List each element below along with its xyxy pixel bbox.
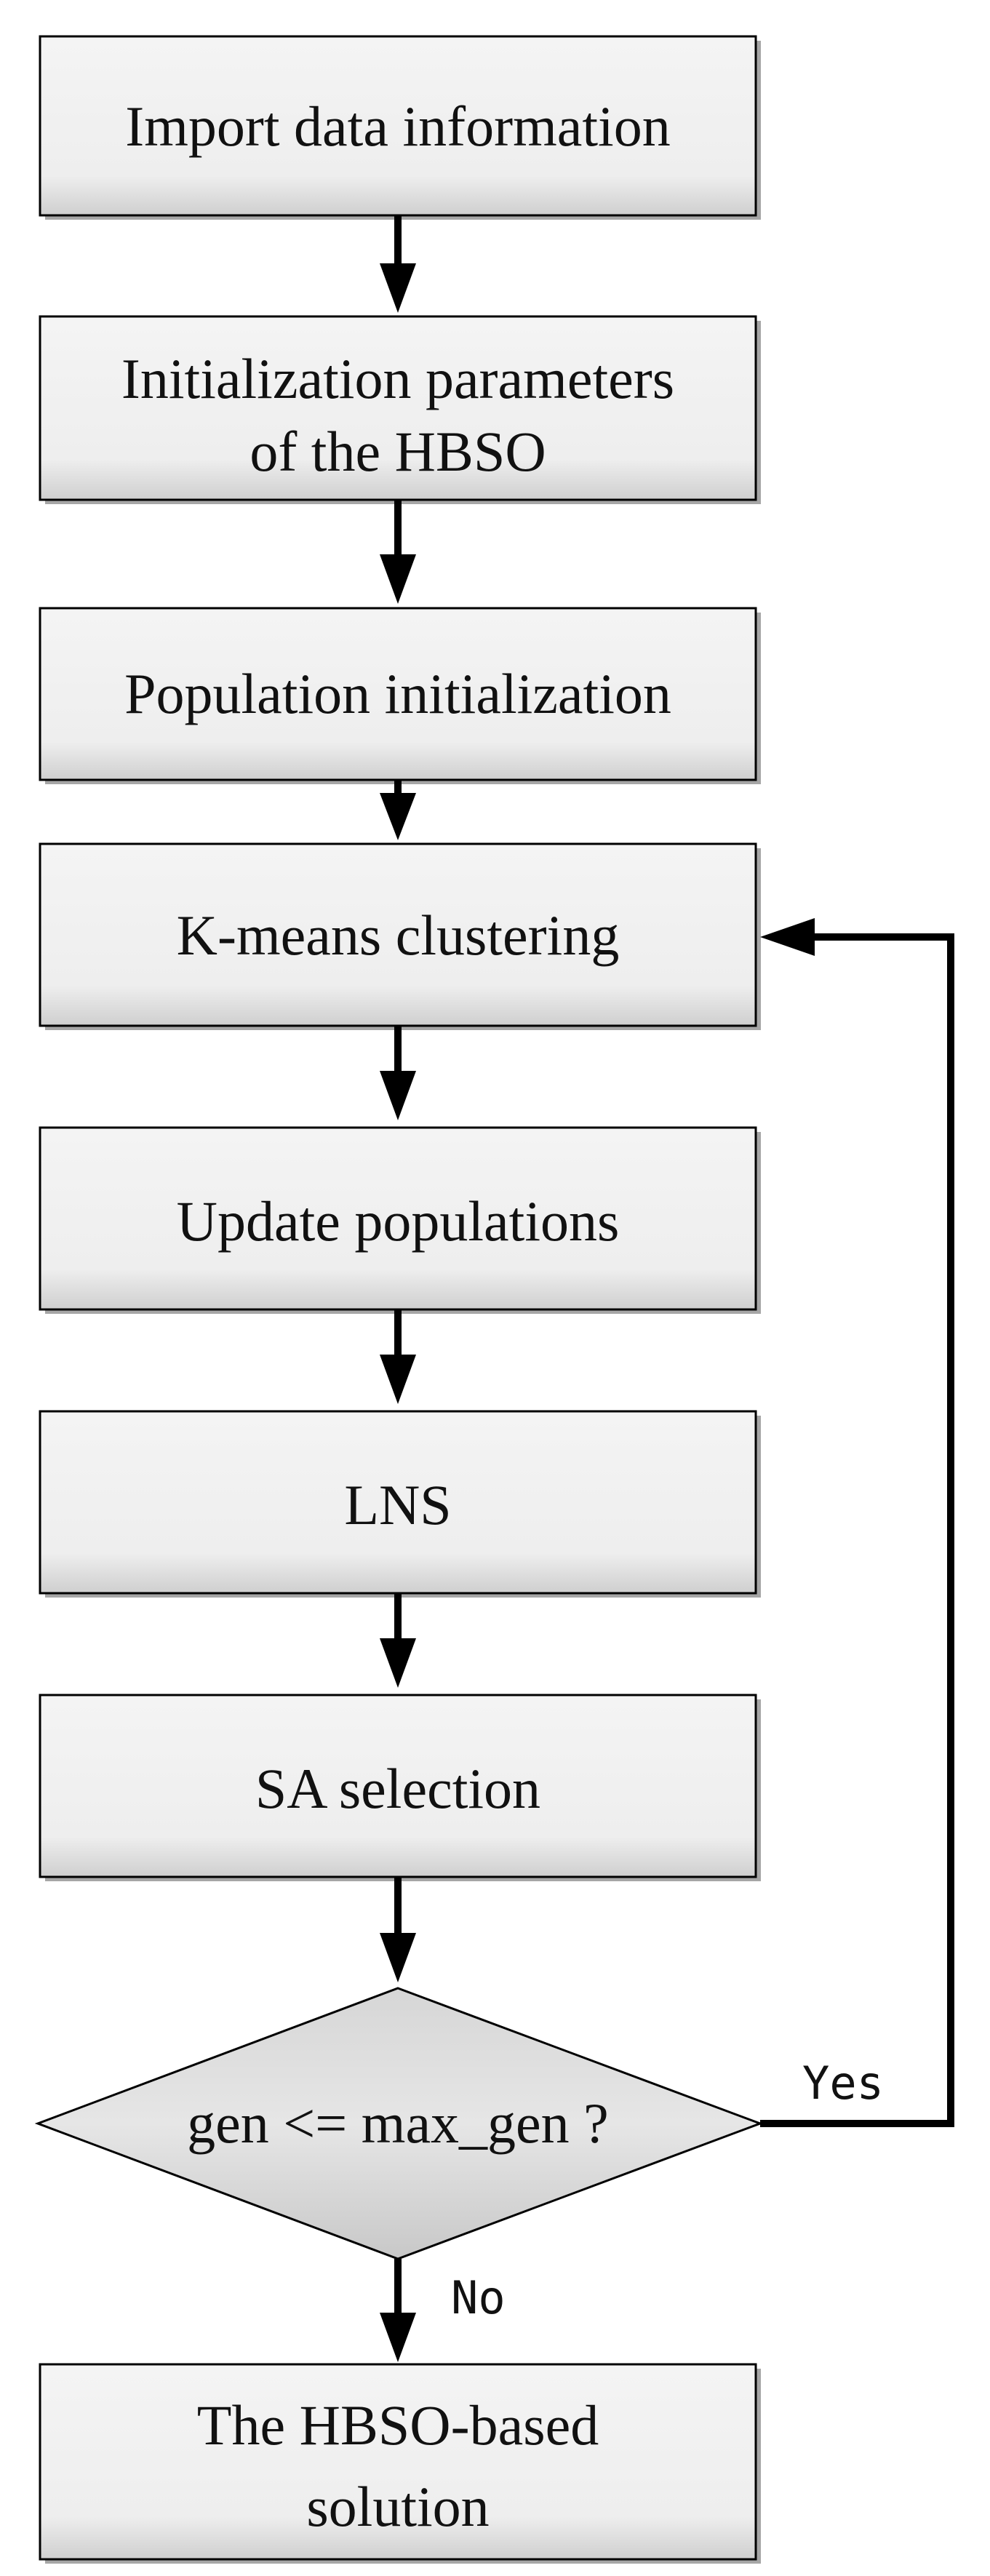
step-init-params-label-line1: Initialization parameters (121, 347, 674, 410)
yes-label: Yes (802, 2057, 884, 2110)
result-box: The HBSO-based solution (39, 2363, 761, 2564)
arrow-sa-to-decision (380, 1877, 416, 1982)
step-update-pop-box: Update populations (39, 1126, 761, 1314)
step-kmeans-box: K-means clustering (39, 842, 761, 1030)
arrow-import-to-init (380, 215, 416, 313)
arrow-decision-to-result (380, 2259, 416, 2362)
step-sa-select-label: SA selection (255, 1757, 540, 1820)
loop-yes-connector (760, 918, 954, 2127)
step-import-box: Import data information (39, 35, 761, 220)
step-import-label: Import data information (125, 95, 670, 158)
arrow-update-to-lns (380, 1309, 416, 1404)
no-label: No (451, 2271, 506, 2324)
arrow-lns-to-sa (380, 1593, 416, 1688)
result-label-line1: The HBSO-based (197, 2393, 599, 2457)
step-lns-box: LNS (39, 1410, 761, 1598)
arrow-kmeans-to-update (380, 1026, 416, 1120)
result-label-line2: solution (306, 2475, 489, 2538)
step-update-pop-label: Update populations (177, 1189, 620, 1253)
step-pop-init-label: Population initialization (124, 662, 671, 725)
decision-label: gen <= max_gen ? (187, 2091, 609, 2155)
arrow-popinit-to-kmeans (380, 780, 416, 840)
step-kmeans-label: K-means clustering (177, 904, 620, 967)
decision-diamond: gen <= max_gen ? (34, 1987, 764, 2260)
arrow-init-to-popinit (380, 500, 416, 604)
step-pop-init-box: Population initialization (39, 607, 761, 784)
step-init-params-label-line2: of the HBSO (250, 420, 546, 483)
step-lns-label: LNS (344, 1473, 451, 1536)
step-init-params-box: Initialization parameters of the HBSO (39, 315, 761, 504)
step-sa-select-box: SA selection (39, 1694, 761, 1881)
